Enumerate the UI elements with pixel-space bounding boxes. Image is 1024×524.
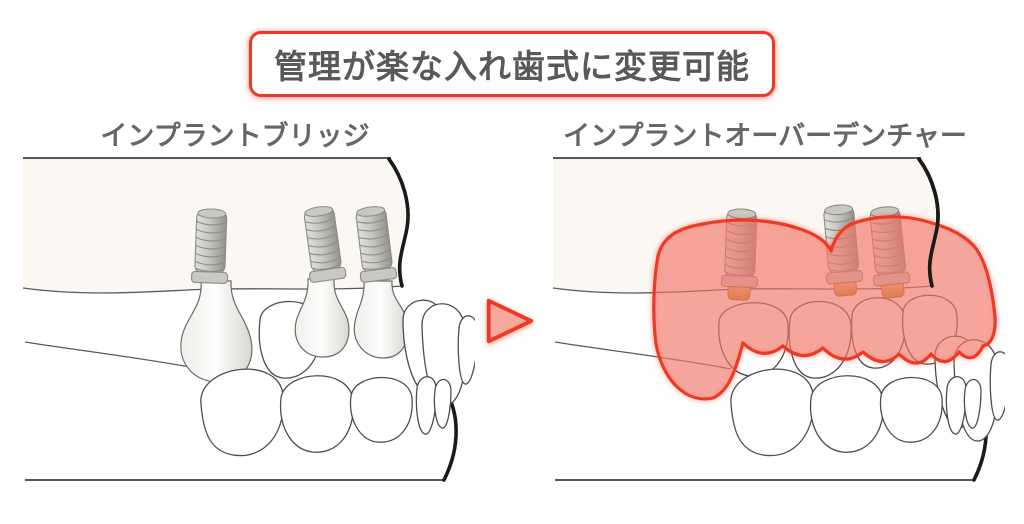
title-text: 管理が楽な入れ歯式に変更可能 xyxy=(274,48,750,85)
right-triangle-arrow-icon xyxy=(486,298,534,344)
jaw-diagram-implant-overdenture xyxy=(551,156,1005,482)
implant-crown xyxy=(294,278,350,358)
lower-teeth xyxy=(200,368,452,457)
overdenture-overlay xyxy=(652,215,997,401)
panel-label-implant-overdenture: インプラントオーバーデンチャー xyxy=(563,121,967,151)
implant-crown xyxy=(353,280,409,359)
jaw-diagram-implant-bridge xyxy=(21,156,475,482)
implant-crown xyxy=(180,280,253,383)
implant-screw xyxy=(190,207,229,285)
title-banner: 管理が楽な入れ歯式に変更可能 xyxy=(249,31,775,97)
panel-label-implant-bridge: インプラントブリッジ xyxy=(100,121,370,151)
